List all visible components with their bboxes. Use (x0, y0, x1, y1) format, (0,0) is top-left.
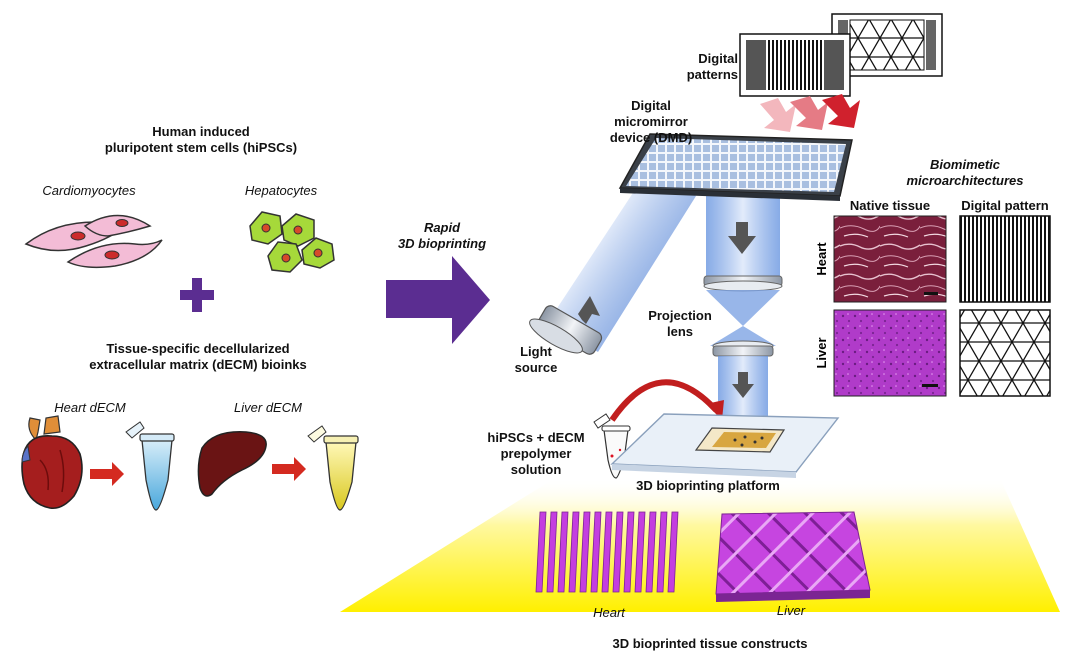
liver-decm-label: Liver dECM (234, 400, 302, 415)
hipsc-title-line2: pluripotent stem cells (hiPSCs) (104, 140, 298, 155)
heart-decm-tube (125, 421, 175, 511)
heart-construct (535, 511, 679, 593)
biomimetic-title-line1: Biomimetic (929, 157, 1001, 172)
heart-construct-label: Heart (593, 605, 625, 620)
heart-construct-bar (667, 511, 679, 593)
heart-construct-bar (601, 511, 613, 593)
heart-construct-bar (656, 511, 668, 593)
heart-construct-bar (590, 511, 602, 593)
yellow-light-beam (340, 478, 1060, 612)
digital-patterns-label: Digital patterns (668, 51, 738, 83)
dmd-line3: device (DMD) (609, 130, 693, 145)
liver-native-tissue-image (833, 309, 947, 397)
prepolymer-line1: hiPSCs + dECM (487, 430, 585, 445)
heart-construct-bar (557, 511, 569, 593)
liver-digital-pattern-image (959, 309, 1051, 397)
hipsc-title-line1: Human induced (152, 124, 250, 139)
lens-focus-cone-bottom (710, 326, 776, 346)
heart-construct-bar (535, 511, 547, 593)
dmd-line2: micromirror (614, 114, 688, 129)
digital-pattern-line-slide (739, 33, 851, 97)
light-source (529, 305, 603, 355)
lens-focus-cone-top (706, 290, 780, 326)
platform-label: 3D bioprinting platform (636, 478, 780, 493)
digital-pattern-triangle-slide (831, 13, 943, 77)
projection-lens-top (703, 275, 783, 292)
digital-pattern-header: Digital pattern (961, 198, 1049, 213)
heart-construct-bar (623, 511, 635, 593)
bioprinting-platform (610, 413, 840, 478)
hepatocytes-label: Hepatocytes (244, 183, 318, 198)
decm-title-line2: extracellular matrix (dECM) bioinks (89, 357, 307, 372)
beam-down-arrow-bottom (732, 372, 754, 398)
row-label-heart: Heart (814, 242, 829, 276)
decm-title: Tissue-specific decellularized extracell… (78, 341, 318, 373)
liver-construct (715, 511, 871, 602)
pattern-projection-arrows (760, 94, 860, 132)
dmd-label: Digital micromirror device (DMD) (596, 98, 706, 146)
projection-lens-line1: Projection (648, 308, 712, 323)
digital-patterns-line1: Digital (698, 51, 738, 66)
liver-tissue-scale-bar (922, 384, 938, 387)
liver-construct-label: Liver (776, 603, 806, 618)
heart-native-tissue-image (833, 215, 947, 303)
prepolymer-line3: solution (510, 462, 562, 477)
biomimetic-title: Biomimetic microarchitectures (880, 157, 1050, 189)
heart-digital-pattern-image (959, 215, 1051, 303)
rapid-bioprinting-label: Rapid 3D bioprinting (372, 220, 512, 252)
digital-patterns-line2: patterns (686, 67, 738, 82)
projection-lens-line2: lens (666, 324, 693, 339)
decm-title-line1: Tissue-specific decellularized (106, 341, 290, 356)
dmd-device (618, 133, 853, 201)
biomimetic-title-line2: microarchitectures (906, 173, 1024, 188)
curved-red-arrow (609, 379, 719, 422)
bioprinting-arrow (386, 256, 490, 344)
heart-construct-bar (612, 511, 624, 593)
heart-construct-bar (579, 511, 591, 593)
projection-lens-label: Projection lens (640, 308, 720, 340)
plus-icon (180, 278, 214, 312)
light-source-line1: Light (520, 344, 552, 359)
projection-lens-bottom (712, 340, 774, 357)
row-label-liver: Liver (814, 337, 829, 368)
liver-decm-tube (307, 425, 359, 511)
rapid-bioprinting-line2: 3D bioprinting (397, 236, 487, 251)
heart-construct-bar (645, 511, 657, 593)
light-source-label: Light source (500, 344, 572, 376)
cardiomyocytes-illustration (24, 214, 163, 269)
hepatocytes-illustration (249, 211, 335, 273)
liver-red-arrow (272, 457, 306, 481)
heart-construct-bar (568, 511, 580, 593)
beam-down-arrow-top (728, 222, 756, 254)
rapid-bioprinting-line1: Rapid (423, 220, 461, 235)
light-source-line2: source (514, 360, 558, 375)
dmd-line1: Digital (631, 98, 671, 113)
liver-organ-icon (197, 431, 267, 497)
prepolymer-label: hiPSCs + dECM prepolymer solution (476, 430, 596, 478)
prepolymer-line2: prepolymer (500, 446, 572, 461)
constructs-caption: 3D bioprinted tissue constructs (612, 636, 808, 651)
hipsc-title: Human induced pluripotent stem cells (hi… (86, 124, 316, 156)
heart-tissue-scale-bar (924, 292, 938, 295)
heart-construct-bar (634, 511, 646, 593)
heart-red-arrow (90, 462, 124, 486)
heart-decm-label: Heart dECM (54, 400, 126, 415)
cardiomyocytes-label: Cardiomyocytes (42, 183, 136, 198)
heart-construct-bar (546, 511, 558, 593)
light-direction-arrow (578, 296, 600, 324)
native-tissue-header: Native tissue (849, 198, 931, 213)
heart-organ-icon (21, 415, 83, 510)
